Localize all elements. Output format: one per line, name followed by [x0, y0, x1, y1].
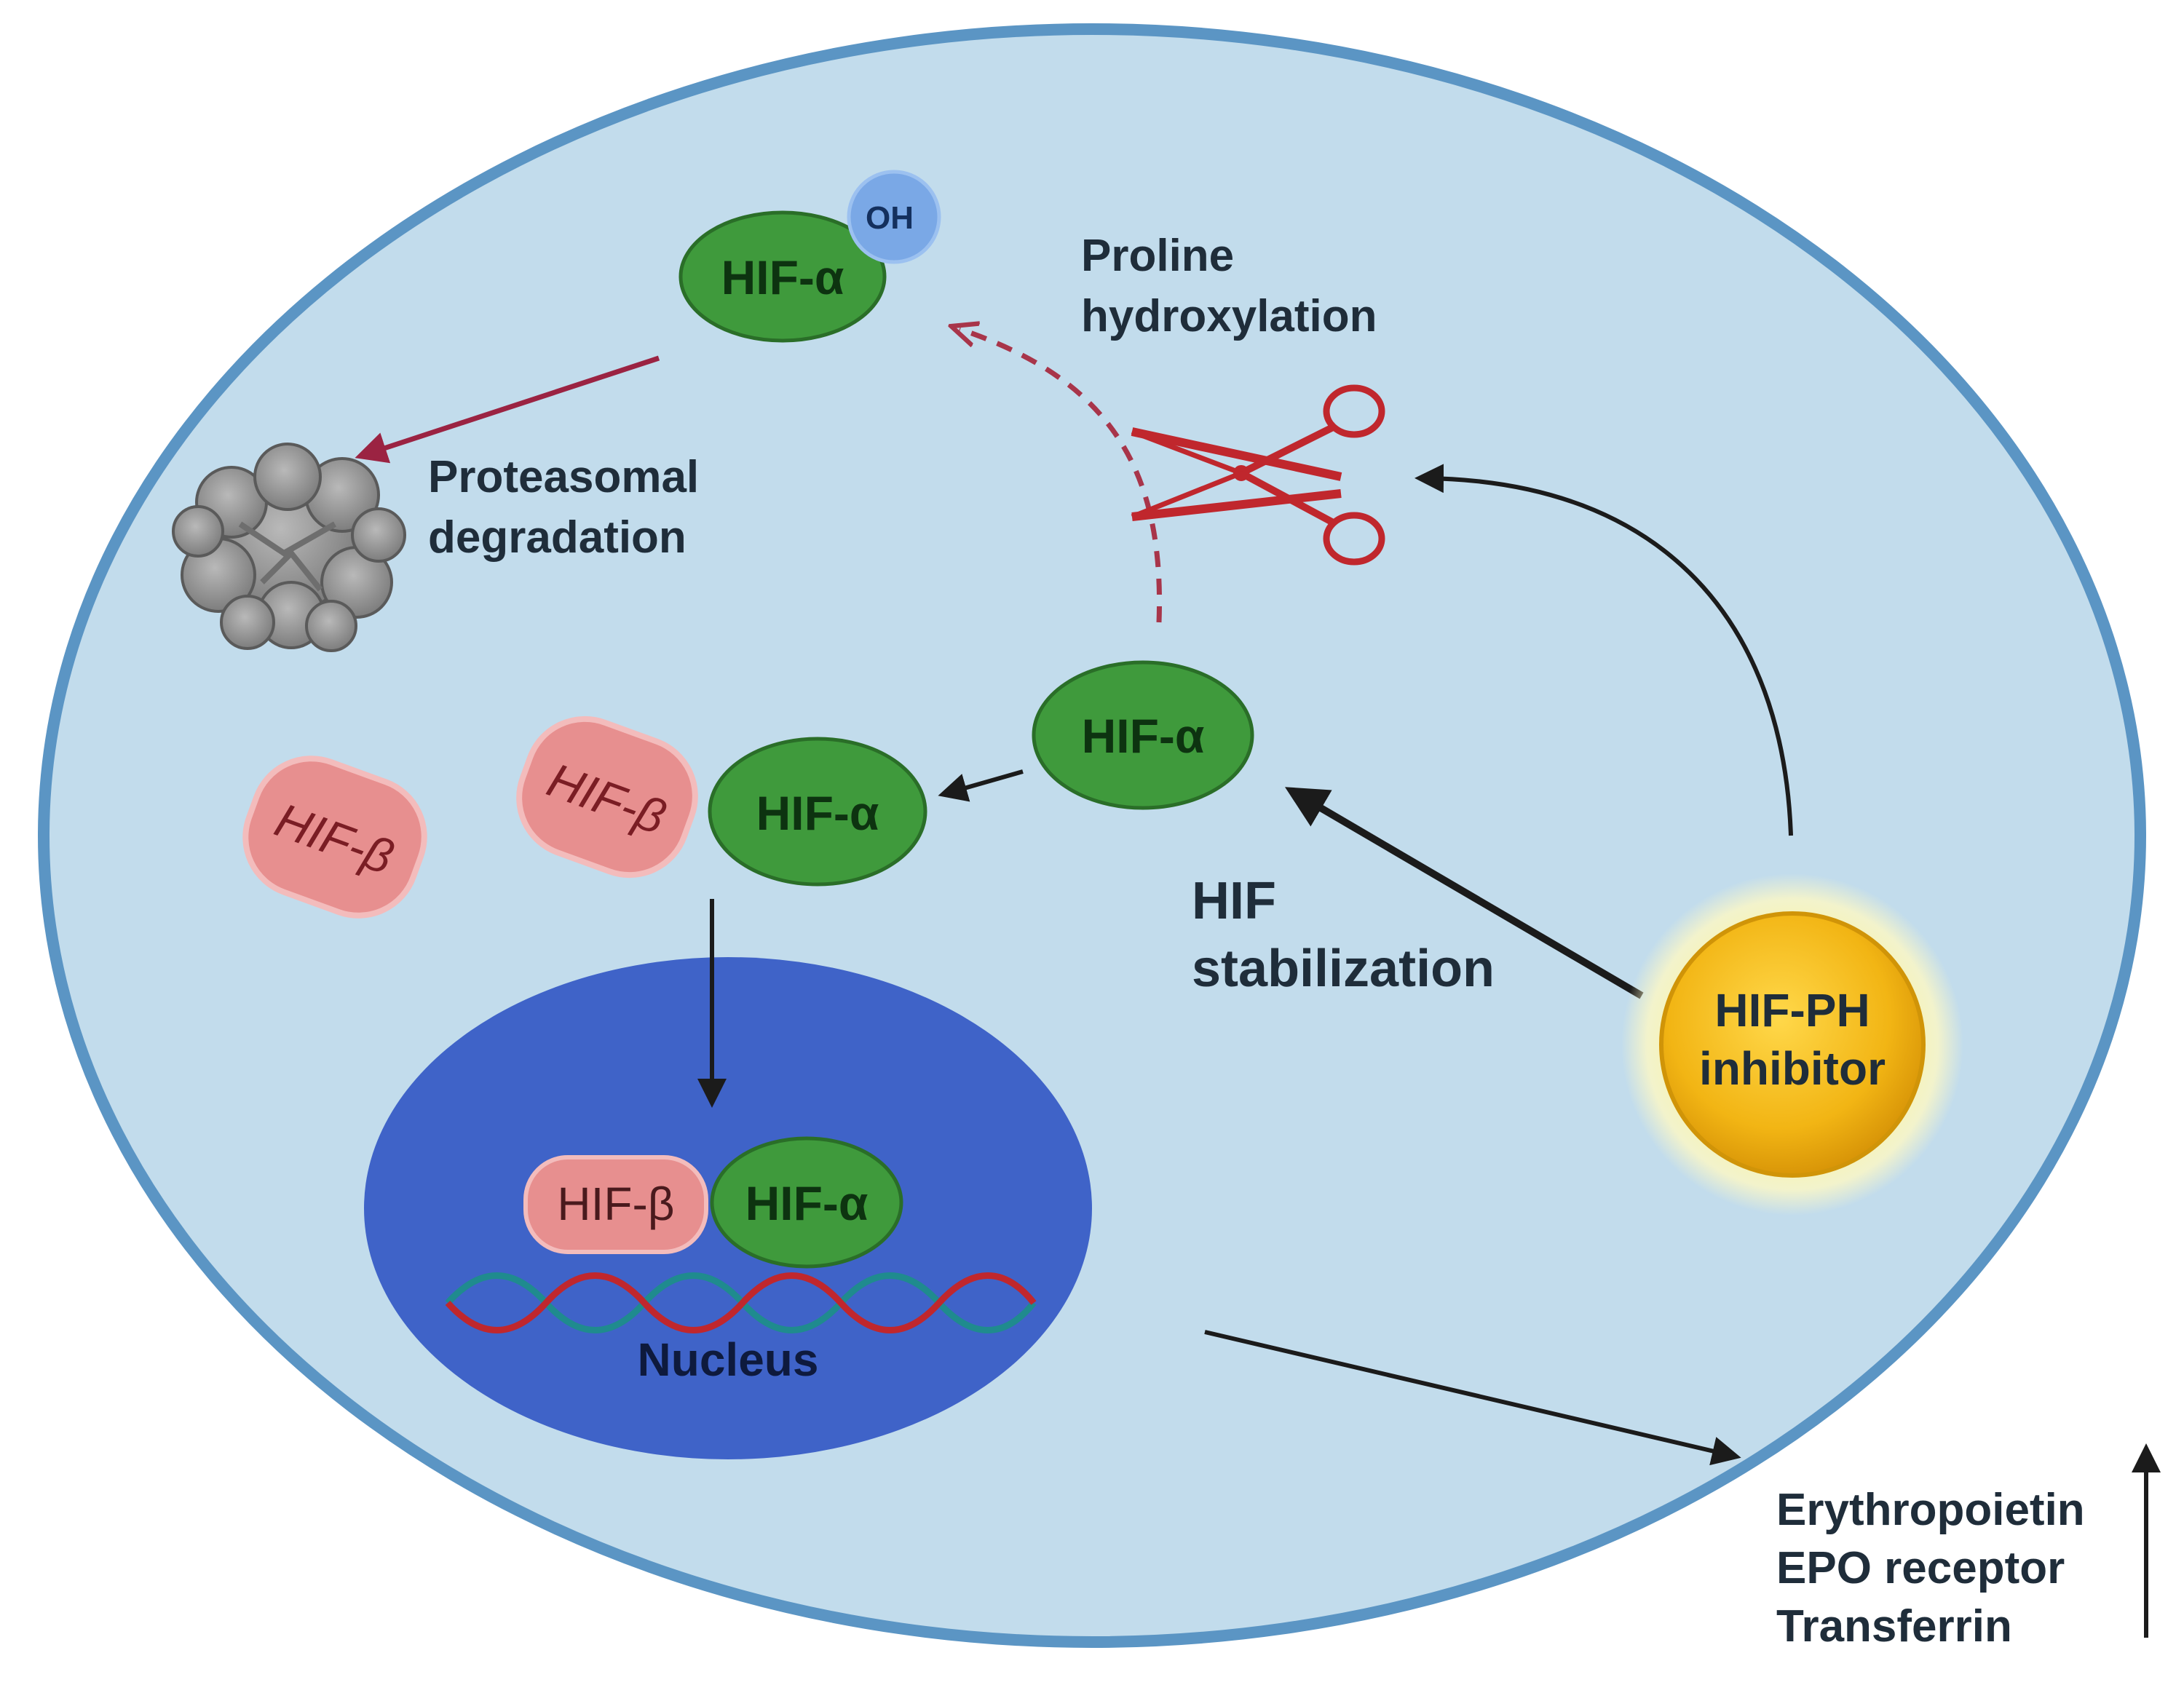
hif-dimer: HIF-β HIF-α	[516, 715, 927, 887]
stabilization-label-line2: stabilization	[1192, 940, 1495, 998]
hif-alpha-label-dimer: HIF-α	[756, 786, 879, 840]
nucleus-label: Nucleus	[638, 1333, 819, 1386]
scissors-icon	[1131, 384, 1385, 566]
inhibition-arrow	[1415, 464, 1793, 836]
proline-label-line1: Proline	[1081, 231, 1234, 281]
proline-label-line2: hydroxylation	[1081, 291, 1377, 341]
hif-alpha-pill-nuclear	[710, 1136, 903, 1269]
hif-beta-label-nuclear: HIF-β	[557, 1178, 674, 1230]
output-transferrin: Transferrin	[1776, 1601, 2012, 1652]
oh-label: OH	[866, 200, 914, 236]
stabilization-label-line1: HIF	[1192, 872, 1276, 930]
hif-alpha-label-top: HIF-α	[721, 250, 844, 304]
hif-alpha-pill-top	[678, 210, 887, 343]
proteasomal-label-line2: degradation	[428, 512, 687, 563]
hydroxylated-hif-alpha: HIF-α OH	[678, 170, 941, 343]
output-epo-receptor: EPO receptor	[1776, 1543, 2065, 1593]
oh-group	[847, 170, 941, 264]
hif-beta-pill-dimer	[516, 715, 698, 879]
dna-helix-icon	[445, 1272, 1037, 1333]
hif-alpha-pill-stabilized	[1032, 660, 1254, 810]
gene-expression-arrow	[1204, 1330, 1741, 1466]
stabilization-arrow	[1284, 787, 1644, 999]
inhibitor-label-line1: HIF-PH	[1714, 984, 1870, 1036]
dimerization-arrow	[938, 769, 1024, 802]
hif-beta-pill-free	[242, 756, 427, 919]
nuclear-hif-complex: HIF-β HIF-α	[523, 1136, 903, 1269]
proteasomal-label-line1: Proteasomal	[428, 452, 699, 502]
hif-alpha-label-nuclear: HIF-α	[745, 1176, 869, 1230]
degradation-arrow	[355, 355, 660, 464]
inhibitor-label-line2: inhibitor	[1699, 1042, 1886, 1095]
hif-beta-pill-nuclear	[523, 1155, 708, 1254]
hydroxylation-arrow	[960, 329, 1163, 623]
output-erythropoietin: Erythropoietin	[1776, 1485, 2085, 1535]
hif-alpha-label-stabilized: HIF-α	[1082, 709, 1205, 763]
hif-alpha-pill-dimer	[708, 737, 927, 887]
proteasome-icon	[172, 443, 406, 652]
hif-ph-inhibitor: HIF-PH inhibitor	[1621, 873, 1963, 1216]
